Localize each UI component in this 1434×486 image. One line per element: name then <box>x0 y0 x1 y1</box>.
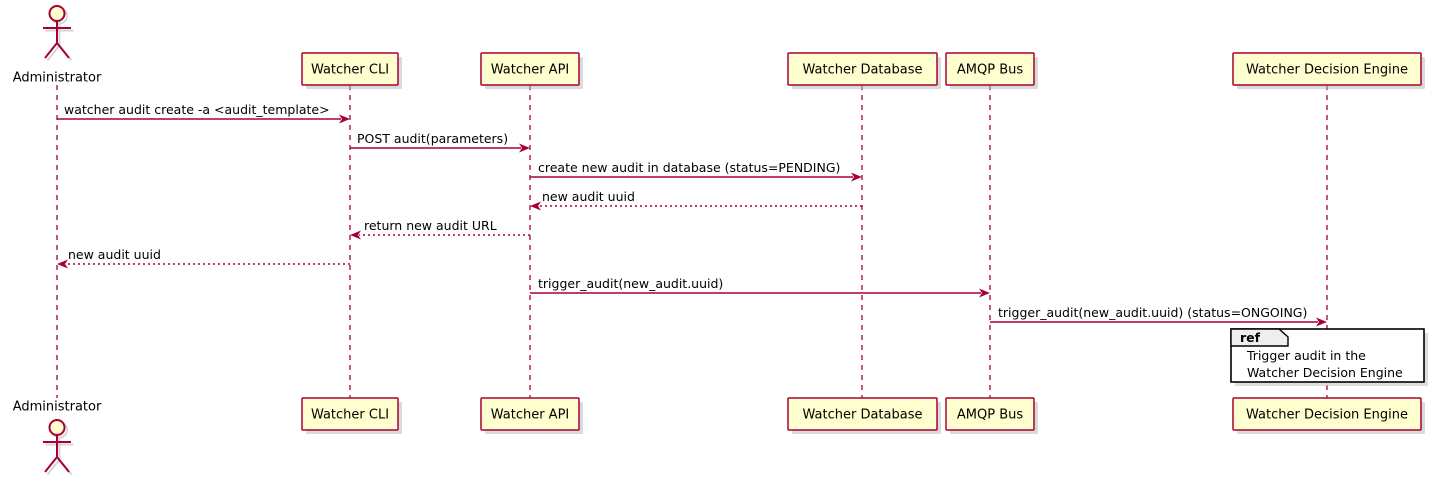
participant-label: Watcher Decision Engine <box>1246 63 1408 78</box>
actor-head <box>48 5 66 22</box>
message-4: new audit uuid <box>530 189 862 211</box>
participant-label: Watcher Database <box>803 408 923 423</box>
actor-leg-left <box>44 456 58 473</box>
fragment-text-line: Trigger audit in the <box>1246 348 1366 363</box>
box-body <box>1232 52 1422 86</box>
participant-label: Watcher API <box>491 63 570 78</box>
actor-label: Administrator <box>13 71 102 86</box>
participant-label: Watcher API <box>491 408 570 423</box>
participant-label: Watcher CLI <box>311 408 389 423</box>
message-label: new audit uuid <box>68 247 161 262</box>
participant-box-watcher-cli[interactable]: Watcher CLI <box>301 397 402 434</box>
participant-box-watcher-decision-engine[interactable]: Watcher Decision Engine <box>1232 52 1425 89</box>
box-body <box>945 52 1035 86</box>
box-body <box>787 52 938 86</box>
message-label: new audit uuid <box>542 189 635 204</box>
message-label: trigger_audit(new_audit.uuid) (status=ON… <box>998 305 1307 320</box>
message-label: POST audit(parameters) <box>357 131 508 146</box>
message-label: create new audit in database (status=PEN… <box>538 160 840 175</box>
message-arrowhead <box>1316 317 1327 327</box>
participant-box-amqp-bus[interactable]: AMQP Bus <box>945 52 1038 89</box>
message-label: watcher audit create -a <audit_template> <box>64 102 330 117</box>
actor-leg-left <box>44 42 58 59</box>
participant-box-watcher-decision-engine[interactable]: Watcher Decision Engine <box>1232 397 1425 434</box>
box-body <box>480 52 580 86</box>
participant-label: Watcher CLI <box>311 63 389 78</box>
lifeline-group <box>56 85 1328 398</box>
participant-box-watcher-database[interactable]: Watcher Database <box>787 397 941 434</box>
message-arrowhead <box>519 143 530 153</box>
participant-box-amqp-bus[interactable]: AMQP Bus <box>945 397 1038 434</box>
message-arrowhead <box>339 114 350 124</box>
message-arrowhead <box>350 230 361 240</box>
message-label: return new audit URL <box>364 218 497 233</box>
message-1: watcher audit create -a <audit_template> <box>57 102 350 124</box>
actor-leg-right <box>56 456 70 473</box>
fragment-operator-tab <box>1230 328 1289 347</box>
actor-label: Administrator <box>13 400 102 415</box>
message-arrowhead <box>979 288 990 298</box>
box-body <box>480 397 580 431</box>
participant-box-watcher-cli[interactable]: Watcher CLI <box>301 52 402 89</box>
message-5: return new audit URL <box>350 218 530 240</box>
fragment-text-line: Watcher Decision Engine <box>1247 365 1403 380</box>
message-6: new audit uuid <box>57 247 350 269</box>
message-label: trigger_audit(new_audit.uuid) <box>538 276 723 291</box>
message-group: watcher audit create -a <audit_template>… <box>57 102 1327 327</box>
message-arrowhead <box>851 172 862 182</box>
box-body <box>301 52 399 86</box>
box-body <box>945 397 1035 431</box>
message-7: trigger_audit(new_audit.uuid) <box>530 276 990 298</box>
participant-label: AMQP Bus <box>957 63 1023 78</box>
box-body <box>787 397 938 431</box>
message-arrowhead <box>57 259 68 269</box>
message-arrowhead <box>530 201 541 211</box>
box-body <box>301 397 399 431</box>
participant-label: Watcher Decision Engine <box>1246 408 1408 423</box>
participant-box-group: Watcher CLI Watcher CLI Watcher API Watcher… <box>301 52 1425 434</box>
actor-administrator-bottom[interactable]: Administrator <box>13 400 102 476</box>
participant-box-watcher-api[interactable]: Watcher API <box>480 52 583 89</box>
participant-box-watcher-database[interactable]: Watcher Database <box>787 52 941 89</box>
message-8: trigger_audit(new_audit.uuid) (status=ON… <box>990 305 1327 327</box>
participant-label: AMQP Bus <box>957 408 1023 423</box>
actor-administrator-top[interactable]: Administrator <box>13 5 102 86</box>
message-3: create new audit in database (status=PEN… <box>530 160 862 182</box>
box-body <box>1232 397 1422 431</box>
actor-head <box>48 419 66 436</box>
fragment-operator-label: ref <box>1240 330 1261 345</box>
actor-leg-right <box>56 42 70 59</box>
participant-box-watcher-api[interactable]: Watcher API <box>480 397 583 434</box>
message-2: POST audit(parameters) <box>350 131 530 153</box>
participant-label: Watcher Database <box>803 63 923 78</box>
